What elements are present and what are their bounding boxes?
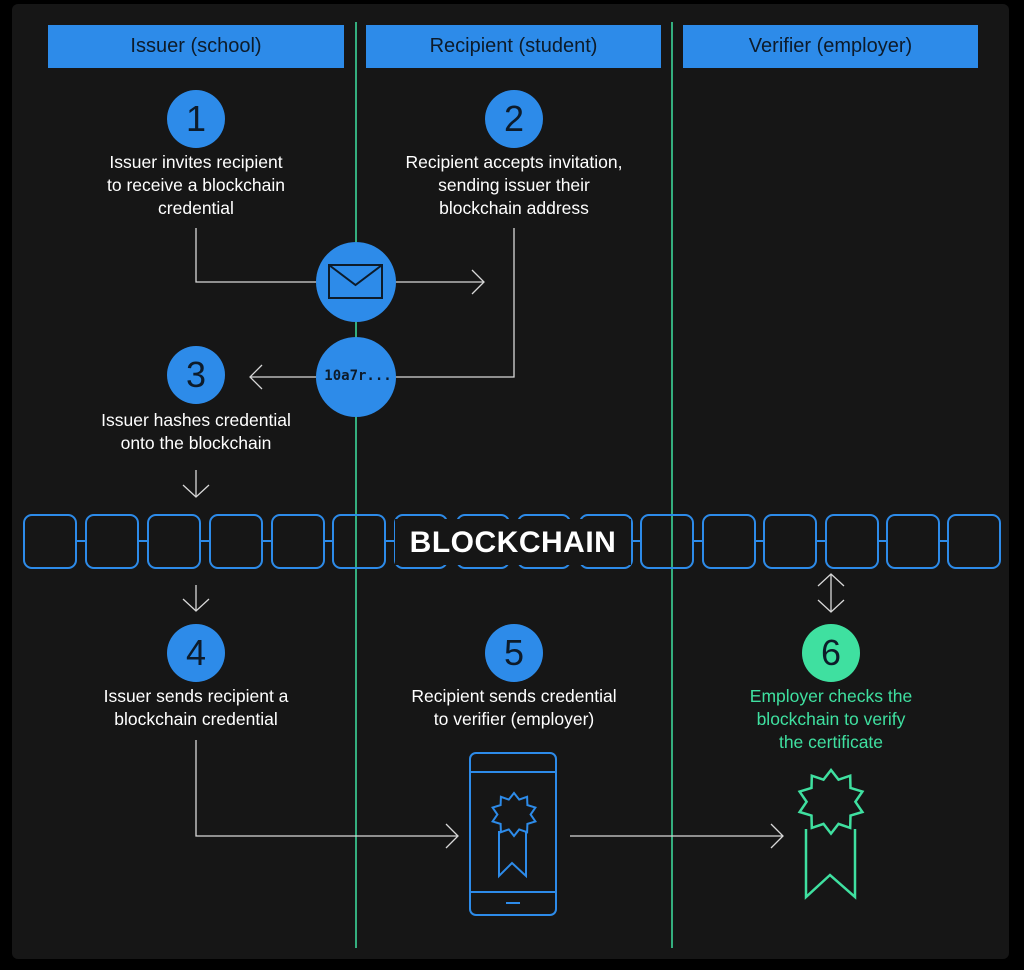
step-5-description: Recipient sends credential to verifier (…	[374, 685, 654, 731]
badge-icon	[491, 791, 537, 879]
step-1-line-3: credential	[158, 198, 234, 218]
block	[947, 514, 1001, 569]
step-3-line-2: onto the blockchain	[120, 433, 272, 453]
step-3-number: 3	[167, 346, 225, 404]
step-2-line-3: blockchain address	[439, 198, 589, 218]
address-hash-label: 10a7r...	[324, 368, 392, 384]
verify-arrowhead-up	[817, 573, 845, 587]
address-hash-circle	[316, 337, 396, 417]
step-1-line-2: to receive a blockchain	[106, 175, 286, 195]
step-2-description: Recipient accepts invitation, sending is…	[374, 151, 654, 220]
step-4-description: Issuer sends recipient a blockchain cred…	[56, 685, 336, 731]
blockchain-chain	[23, 514, 1001, 569]
step-1-number: 1	[167, 90, 225, 148]
step-2-line-1: Recipient accepts invitation,	[405, 152, 623, 172]
step-5-number: 5	[485, 624, 543, 682]
invite-arrowhead	[471, 269, 485, 295]
block	[209, 514, 263, 569]
step-4-number: 4	[167, 624, 225, 682]
block	[702, 514, 756, 569]
step-5-line-2: to verifier (employer)	[433, 709, 595, 729]
share-credential-arrowhead	[770, 823, 784, 849]
step-4-line-2: blockchain credential	[114, 709, 278, 729]
address-arrowhead	[249, 364, 263, 390]
verify-arrowhead-down	[817, 599, 845, 613]
step-6-line-3: the certificate	[778, 732, 884, 752]
step-1-description: Issuer invites recipient to receive a bl…	[56, 151, 336, 220]
blockchain-label: BLOCKCHAIN	[409, 526, 617, 559]
send-credential-connector	[195, 740, 458, 837]
block	[763, 514, 817, 569]
step-6-number: 6	[802, 624, 860, 682]
block	[886, 514, 940, 569]
lane-header-recipient: Recipient (student)	[366, 25, 661, 68]
step-3-line-1: Issuer hashes credential	[101, 410, 291, 430]
block	[332, 514, 386, 569]
step-2-number: 2	[485, 90, 543, 148]
block	[825, 514, 879, 569]
step-6-description: Employer checks the blockchain to verify…	[691, 685, 971, 754]
diagram-panel	[12, 4, 1009, 959]
step-6-line-2: blockchain to verify	[756, 709, 906, 729]
send-credential-arrowhead	[445, 823, 459, 849]
step-3-description: Issuer hashes credential onto the blockc…	[56, 409, 336, 455]
phone-icon	[469, 752, 557, 916]
step-4-line-1: Issuer sends recipient a	[103, 686, 289, 706]
blockchain-label-background	[395, 519, 631, 565]
block	[147, 514, 201, 569]
certificate-badge-icon	[797, 767, 865, 900]
lane-header-issuer: Issuer (school)	[48, 25, 344, 68]
block	[85, 514, 139, 569]
step-2-line-2: sending issuer their	[438, 175, 590, 195]
block	[23, 514, 77, 569]
hash-down-arrowhead	[182, 484, 210, 498]
block	[640, 514, 694, 569]
envelope-icon	[316, 242, 396, 322]
credential-down-arrowhead	[182, 598, 210, 612]
lane-header-verifier: Verifier (employer)	[683, 25, 978, 68]
step-1-line-1: Issuer invites recipient	[109, 152, 283, 172]
step-5-line-1: Recipient sends credential	[411, 686, 617, 706]
step-6-line-1: Employer checks the	[749, 686, 913, 706]
block	[271, 514, 325, 569]
